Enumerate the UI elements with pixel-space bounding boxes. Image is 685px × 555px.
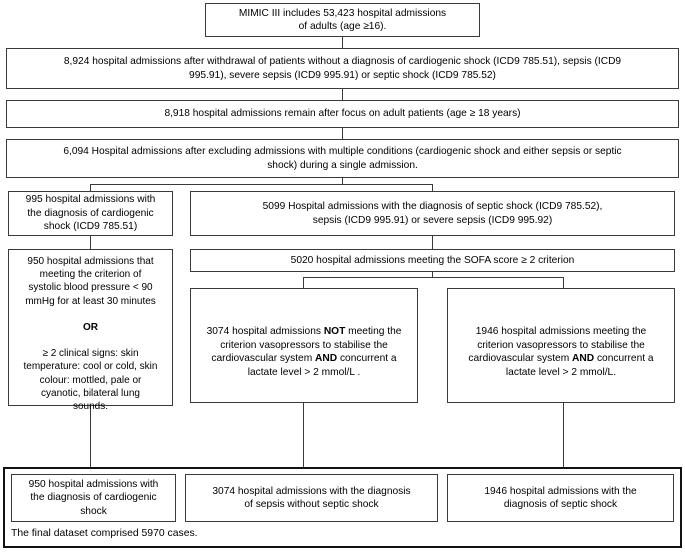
node-final-cardiogenic[interactable]: 950 hospital admissions with the diagnos… (11, 474, 176, 522)
node-not-meeting-vasopressor[interactable]: 3074 hospital admissions NOT meeting the… (190, 288, 418, 403)
node-meeting-b: concurrent a lactate level > 2 mmol/L. (505, 353, 654, 378)
node-branch-right-label: 5099 Hospital admissions with the diagno… (262, 201, 603, 226)
node-criteria-left-label: 950 hospital admissions that meeting the… (25, 255, 156, 307)
node-sofa-label: 5020 hospital admissions meeting the SOF… (290, 254, 575, 266)
node-not-meeting-a: 3074 hospital admissions (206, 326, 324, 338)
node-criteria-left-cont: ≥ 2 clinical signs: skin temperature: co… (23, 348, 158, 413)
node-step3[interactable]: 6,094 Hospital admissions after excludin… (6, 139, 679, 178)
connector-meeting-to-final (563, 403, 564, 468)
node-branch-right-septic[interactable]: 5099 Hospital admissions with the diagno… (190, 191, 675, 236)
node-final-sepsis[interactable]: 3074 hospital admissions with the diagno… (185, 474, 438, 522)
connector-step2-to-step3 (342, 128, 343, 139)
node-final-septic-shock[interactable]: 1946 hospital admissions with the diagno… (447, 474, 674, 522)
node-step3-label: 6,094 Hospital admissions after excludin… (63, 146, 622, 171)
node-step2[interactable]: 8,918 hospital admissions remain after f… (6, 100, 679, 128)
connector-step1-to-step2 (342, 89, 343, 100)
connector-sofa-horizontal (303, 277, 564, 278)
node-step2-label: 8,918 hospital admissions remain after f… (164, 108, 521, 120)
connector-sofa-stub (432, 272, 433, 277)
node-criteria-left-or: OR (83, 321, 98, 333)
node-meeting-a: 1946 hospital admissions meeting the cri… (468, 326, 647, 365)
node-not-meeting-c: concurrent a lactate level > 2 mmol/L . (247, 353, 397, 378)
node-branch-left-label: 995 hospital admissions with the diagnos… (25, 194, 156, 233)
final-dataset-caption: The final dataset comprised 5970 cases. (11, 528, 198, 539)
node-step1-label: 8,924 hospital admissions after withdraw… (63, 56, 622, 81)
node-final-cardiogenic-label: 950 hospital admissions with the diagnos… (28, 478, 159, 517)
connector-sofa-to-meeting (563, 277, 564, 288)
node-not-meeting-b: meeting the criterion vasopressors to st… (211, 326, 402, 365)
connector-root-to-step1 (342, 37, 343, 48)
connector-step3-horizontal (90, 184, 433, 185)
connector-criterialeft-to-final (90, 406, 91, 468)
node-root[interactable]: MIMIC III includes 53,423 hospital admis… (205, 3, 480, 37)
node-meeting-vasopressor[interactable]: 1946 hospital admissions meeting the cri… (447, 288, 675, 403)
node-not-meeting-bold-not: NOT (323, 326, 346, 338)
node-sofa[interactable]: 5020 hospital admissions meeting the SOF… (190, 249, 675, 272)
connector-branchleft-to-criterialeft (90, 236, 91, 249)
connector-sofa-to-notmeeting (303, 277, 304, 288)
node-not-meeting-bold-and: AND (315, 353, 338, 365)
connector-branchright-to-sofa (432, 236, 433, 249)
node-step1[interactable]: 8,924 hospital admissions after withdraw… (6, 48, 679, 89)
connector-step3-to-branch-right (432, 184, 433, 191)
node-root-label: MIMIC III includes 53,423 hospital admis… (238, 7, 447, 32)
node-criteria-left[interactable]: 950 hospital admissions that meeting the… (8, 249, 173, 412)
node-branch-left-cardiogenic[interactable]: 995 hospital admissions with the diagnos… (8, 191, 173, 236)
connector-step3-stub (342, 178, 343, 184)
node-meeting-bold-and: AND (572, 353, 595, 365)
connector-step3-to-branch-left (90, 184, 91, 191)
node-final-sepsis-label: 3074 hospital admissions with the diagno… (212, 485, 411, 510)
connector-notmeeting-to-final (303, 403, 304, 468)
node-final-septic-shock-label: 1946 hospital admissions with the diagno… (484, 485, 637, 510)
